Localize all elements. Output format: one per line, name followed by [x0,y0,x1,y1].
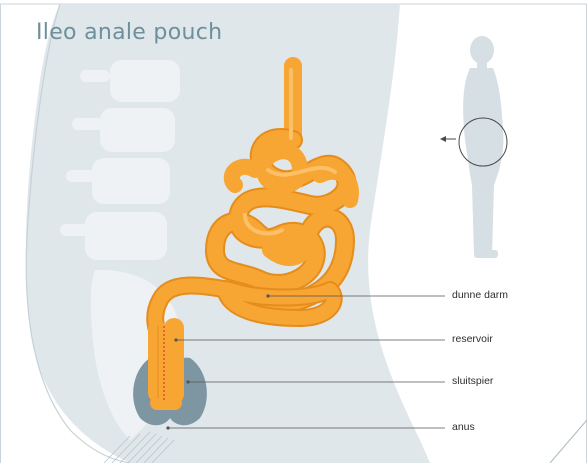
diagram-title: Ileo anale pouch [36,20,222,45]
human-silhouette-icon [463,36,503,258]
arrow-left-icon [440,136,456,142]
label-reservoir: reservoir [452,333,493,345]
label-sphincter: sluitspier [452,375,493,387]
reservoir-shape [148,318,184,410]
label-small-intestine: dunne darm [452,289,508,301]
label-anus: anus [452,421,475,433]
